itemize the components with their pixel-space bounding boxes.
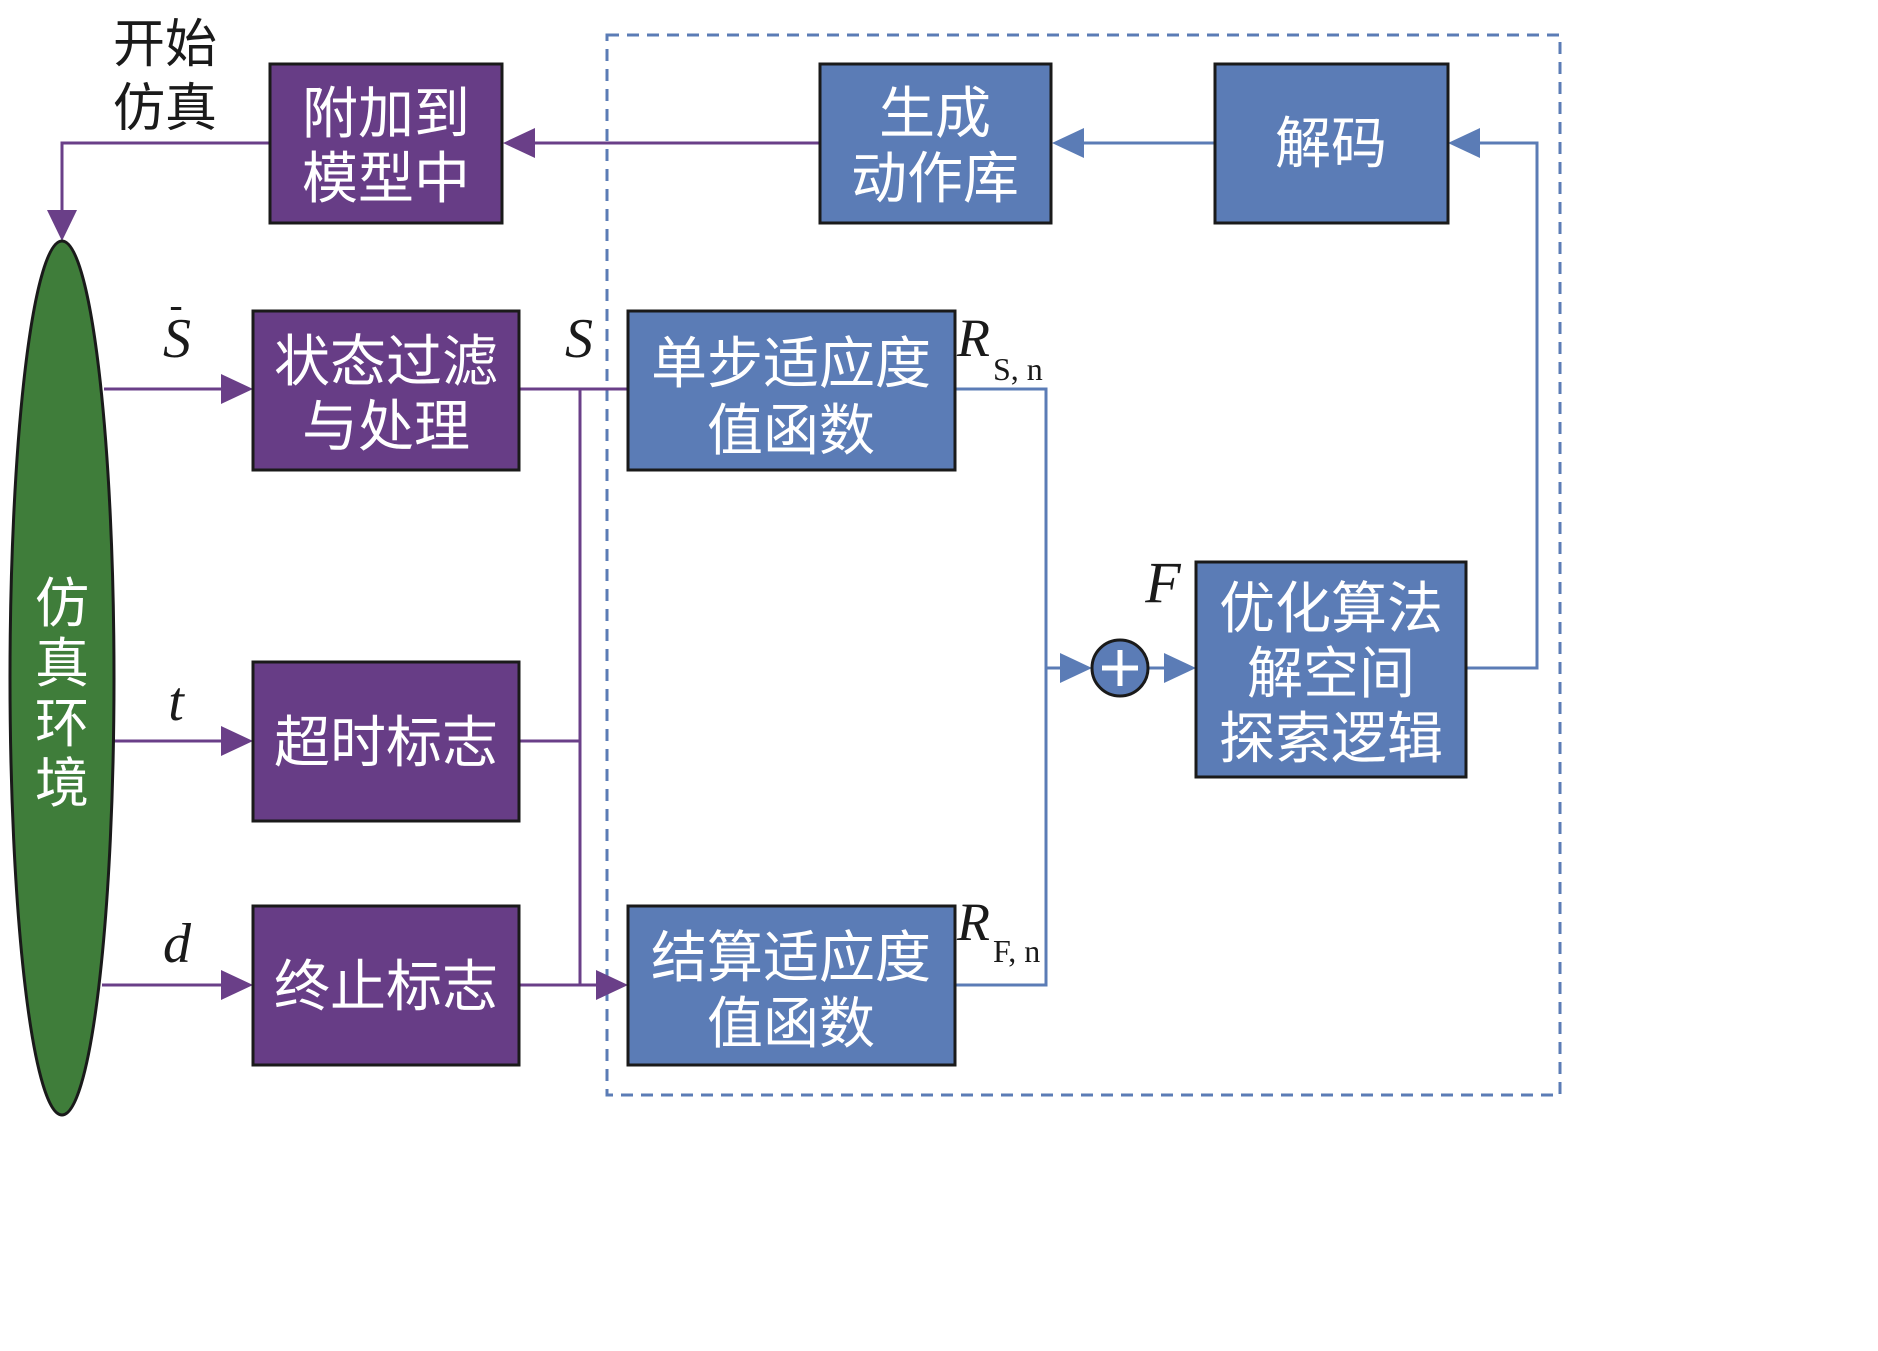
generate-to-attach-arrowhead — [503, 128, 535, 158]
attach-to-model-box: 附加到 模型中 — [268, 62, 504, 225]
generate-action-library-box: 生成 动作库 — [818, 62, 1053, 225]
sum-node — [1090, 638, 1150, 698]
environment-char-3: 环 — [35, 692, 89, 755]
diagram-canvas: 仿 真 环 境 开始 仿真 附加到 模型中 状态过滤 与处理 超时标志 终止标志… — [8, 15, 1562, 1117]
signal-rs: R — [956, 308, 990, 368]
timeout-flag-box: 超时标志 — [251, 660, 521, 823]
attach-to-environment-arrowhead — [47, 210, 77, 241]
environment-char-1: 仿 — [35, 572, 89, 635]
optimizer-region — [605, 33, 1562, 1097]
filter-box-line1: 状态过滤 — [274, 330, 498, 395]
single-step-to-sum-line — [955, 387, 1048, 987]
signal-s-bar-mark: - — [169, 282, 182, 327]
generate-box-line2: 动作库 — [851, 147, 1019, 212]
single-step-fitness-box: 单步适应度 值函数 — [626, 309, 957, 472]
environment-char-4: 境 — [35, 752, 89, 815]
settlement-fitness-box: 结算适应度 值函数 — [626, 904, 957, 1067]
bus-to-settlement-arrowhead — [596, 970, 628, 1000]
state-filter-box: 状态过滤 与处理 — [251, 309, 521, 472]
decode-box: 解码 — [1213, 62, 1450, 225]
optimization-box: 优化算法 解空间 探索逻辑 — [1194, 560, 1468, 779]
environment-char-2: 真 — [35, 632, 89, 695]
attach-box-line2: 模型中 — [302, 147, 470, 212]
optimize-box-line1: 优化算法 — [1219, 577, 1443, 642]
settlement-box-line2: 值函数 — [707, 992, 875, 1057]
env-to-filter-arrowhead — [221, 374, 253, 404]
signal-s-bar: S — [163, 308, 191, 370]
signal-f: F — [1144, 550, 1181, 615]
attach-to-environment-line — [60, 141, 270, 232]
single-step-box-line1: 单步适应度 — [651, 332, 931, 397]
signal-t: t — [168, 671, 185, 733]
signal-s: S — [565, 308, 593, 370]
simulation-environment: 仿 真 环 境 — [8, 239, 116, 1117]
generate-box-line1: 生成 — [879, 82, 991, 147]
terminate-box-line1: 终止标志 — [274, 955, 498, 1020]
optimize-box-line3: 探索逻辑 — [1219, 707, 1443, 772]
terminate-flag-box: 终止标志 — [251, 904, 521, 1067]
start-label-line2: 仿真 — [113, 79, 217, 139]
signal-rs-sub: S, n — [993, 351, 1043, 387]
sum-to-optimize-arrowhead — [1164, 653, 1196, 683]
decode-to-generate-arrowhead — [1052, 128, 1084, 158]
attach-box-line1: 附加到 — [302, 82, 470, 147]
optimize-box-line2: 解空间 — [1247, 642, 1415, 707]
signal-d: d — [163, 913, 192, 975]
signal-rf-sub: F, n — [993, 933, 1040, 969]
start-label-line1: 开始 — [113, 15, 217, 75]
signal-rf: R — [956, 892, 990, 952]
optimize-to-decode-arrowhead — [1448, 128, 1480, 158]
timeout-box-line1: 超时标志 — [274, 711, 498, 776]
optimize-to-decode-line — [1466, 141, 1539, 670]
single-step-box-line2: 值函数 — [707, 399, 875, 464]
flow-diagram: 仿 真 环 境 开始 仿真 附加到 模型中 状态过滤 与处理 超时标志 终止标志… — [8, 15, 1562, 1117]
env-to-terminate-arrowhead — [221, 970, 253, 1000]
settlement-box-line1: 结算适应度 — [651, 926, 931, 991]
join-to-sum-arrowhead — [1060, 653, 1092, 683]
decode-box-line1: 解码 — [1275, 112, 1387, 177]
env-to-timeout-arrowhead — [221, 726, 253, 756]
filter-box-line2: 与处理 — [302, 395, 470, 460]
